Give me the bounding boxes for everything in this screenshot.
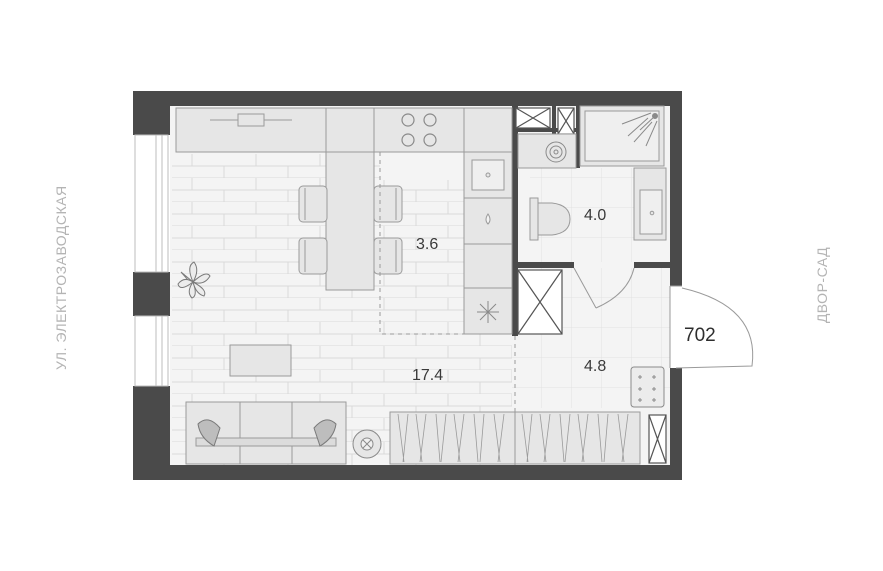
area-living: 17.4 <box>412 367 444 384</box>
fan-icon <box>477 301 499 323</box>
area-kitchen: 3.6 <box>416 236 439 253</box>
area-bathroom: 4.0 <box>584 207 607 224</box>
apartment-number: 702 <box>684 325 716 346</box>
bathroom-door <box>573 267 635 309</box>
kitchen-bar <box>325 151 375 291</box>
cooktop-icon <box>401 113 437 147</box>
window-top <box>134 134 169 273</box>
toilet-icon <box>529 197 571 241</box>
electrical-panel-icon <box>630 366 665 408</box>
washing-machine <box>517 133 577 169</box>
area-hall: 4.8 <box>584 358 607 375</box>
entrance-door <box>669 285 754 369</box>
plant-icon <box>177 261 211 299</box>
sofa-cushions <box>197 419 337 447</box>
floor-lamp-icon <box>352 429 382 459</box>
kitchen-counter <box>175 107 513 153</box>
closet <box>517 269 563 335</box>
kitchen-column <box>463 151 513 335</box>
wardrobe <box>389 411 641 465</box>
coffee-table <box>229 344 292 377</box>
window-bottom <box>134 315 169 387</box>
shower <box>579 105 665 167</box>
shower-head-icon <box>621 112 658 147</box>
bathroom-sink <box>633 167 667 241</box>
street-label-right: ДВОР-САД <box>814 246 830 324</box>
hangers <box>397 413 629 463</box>
street-label-left: УЛ. ЭЛЕКТРОЗАВОДСКАЯ <box>53 185 69 370</box>
chairs <box>298 185 403 275</box>
washing-machine-icon <box>545 141 567 163</box>
outer-walls <box>133 91 682 480</box>
